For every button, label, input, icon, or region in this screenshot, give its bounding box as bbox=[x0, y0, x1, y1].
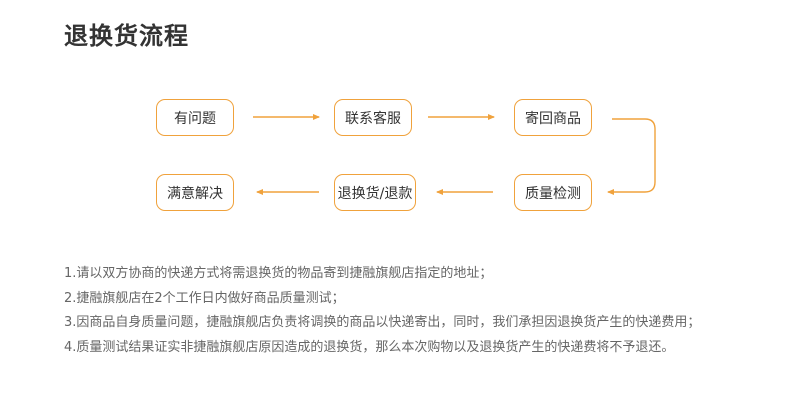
page-title: 退换货流程 bbox=[64, 22, 189, 50]
step-return-goods: 寄回商品 bbox=[514, 99, 592, 136]
note-item: 4.质量测试结果证实非捷融旗舰店原因造成的退换货，那么本次购物以及退换货产生的快… bbox=[64, 340, 675, 356]
arrow-step3-to-step4 bbox=[607, 118, 656, 195]
note-item: 2.捷融旗舰店在2个工作日内做好商品质量测试； bbox=[64, 290, 345, 306]
note-item: 3.因商品自身质量问题，捷融旗舰店负责将调换的商品以快递寄出，同时，我们承担因退… bbox=[64, 315, 701, 331]
note-item: 1.请以双方协商的快递方式将需退换货的物品寄到捷融旗舰店指定的地址； bbox=[64, 266, 493, 281]
step-quality-check: 质量检测 bbox=[514, 174, 592, 211]
step-have-problem: 有问题 bbox=[156, 99, 234, 136]
step-return-refund: 退换货/退款 bbox=[334, 174, 416, 211]
step-contact-service: 联系客服 bbox=[334, 99, 412, 136]
step-resolved: 满意解决 bbox=[156, 174, 234, 211]
return-notes: 1.请以双方协商的快递方式将需退换货的物品寄到捷融旗舰店指定的地址； 2.捷融旗… bbox=[64, 262, 764, 361]
